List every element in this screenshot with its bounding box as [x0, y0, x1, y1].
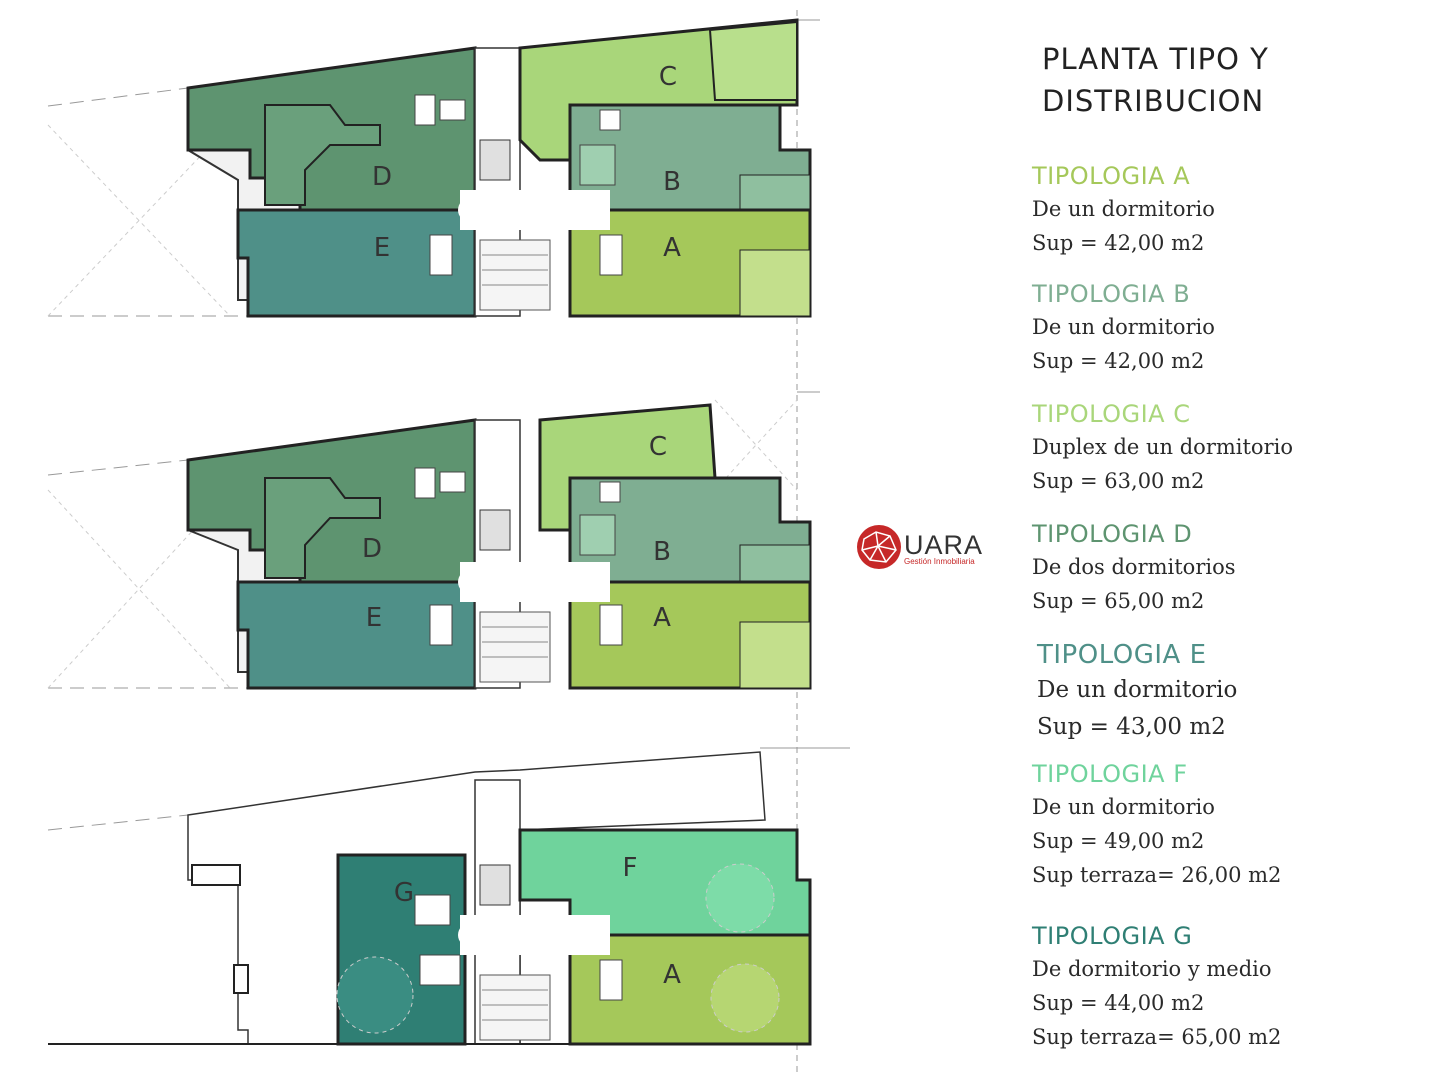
plan-label-d: D — [362, 534, 382, 564]
plan-label-a: A — [663, 960, 681, 990]
tipologia-name: TIPOLOGIA E — [1037, 640, 1207, 670]
plan-label-a: A — [653, 603, 671, 633]
floor-plans: C D B E A C — [47, 10, 850, 1075]
tipologia-name: TIPOLOGIA C — [1032, 400, 1191, 428]
plan-label-b: B — [653, 537, 671, 567]
tipologia-e: TIPOLOGIA E De un dormitorio Sup = 43,00… — [1037, 638, 1437, 746]
plan-label-c: C — [659, 62, 677, 92]
plan-label-g: G — [394, 878, 414, 908]
tipologia-c: TIPOLOGIA C Duplex de un dormitorio Sup … — [1032, 398, 1432, 498]
title-line-1: PLANTA TIPO Y — [1042, 42, 1269, 76]
tipologia-a: TIPOLOGIA A De un dormitorio Sup = 42,00… — [1032, 160, 1432, 260]
tipologia-desc: De un dormitorio — [1032, 315, 1215, 339]
tipologia-terrace: Sup terraza= 26,00 m2 — [1032, 863, 1282, 887]
tipologia-g: TIPOLOGIA G De dormitorio y medio Sup = … — [1032, 920, 1432, 1054]
tipologia-name: TIPOLOGIA A — [1032, 162, 1191, 190]
tipologia-name: TIPOLOGIA D — [1032, 520, 1193, 548]
tipologia-area: Sup = 63,00 m2 — [1032, 469, 1205, 493]
tipologia-area: Sup = 49,00 m2 — [1032, 829, 1205, 853]
logo-brand: UARA — [904, 530, 984, 560]
tipologia-name: TIPOLOGIA G — [1032, 922, 1193, 950]
tipologia-area: Sup = 42,00 m2 — [1032, 349, 1205, 373]
plan-label-e: E — [374, 233, 390, 263]
floor-plan-middle: C D B E A — [47, 391, 820, 690]
tipologia-desc: De un dormitorio — [1037, 677, 1238, 703]
tipologia-terrace: Sup terraza= 65,00 m2 — [1032, 1025, 1282, 1049]
tipologia-f: TIPOLOGIA F De un dormitorio Sup = 49,00… — [1032, 758, 1432, 892]
tipologia-area: Sup = 44,00 m2 — [1032, 991, 1205, 1015]
plan-label-e: E — [366, 603, 382, 633]
tipologia-d: TIPOLOGIA D De dos dormitorios Sup = 65,… — [1032, 518, 1432, 618]
tipologia-area: Sup = 65,00 m2 — [1032, 589, 1205, 613]
uara-logo: UARA Gestión Inmobiliaria — [856, 524, 996, 574]
tipologia-b: TIPOLOGIA B De un dormitorio Sup = 42,00… — [1032, 278, 1432, 378]
floor-plan-top: C D B E A — [47, 18, 820, 318]
plan-label-a: A — [663, 233, 681, 263]
tipologia-area: Sup = 42,00 m2 — [1032, 231, 1205, 255]
tipologia-name: TIPOLOGIA F — [1032, 760, 1188, 788]
title-line-2: DISTRIBUCION — [1042, 84, 1265, 118]
tipologia-desc: De un dormitorio — [1032, 197, 1215, 221]
tipologia-area: Sup = 43,00 m2 — [1037, 714, 1226, 740]
page-title: PLANTA TIPO Y DISTRIBUCION — [1042, 38, 1269, 122]
tipologia-desc: De un dormitorio — [1032, 795, 1215, 819]
plan-label-c: C — [649, 432, 667, 462]
plan-label-d: D — [372, 162, 392, 192]
tipologia-name: TIPOLOGIA B — [1032, 280, 1191, 308]
tipologia-desc: De dormitorio y medio — [1032, 957, 1272, 981]
legend-panel: PLANTA TIPO Y DISTRIBUCION TIPOLOGIA A D… — [1032, 0, 1432, 1080]
floor-plan-bottom: F G A — [47, 747, 850, 1046]
logo-subtitle: Gestión Inmobiliaria — [904, 557, 975, 566]
tipologia-desc: Duplex de un dormitorio — [1032, 435, 1293, 459]
logo-emblem-icon — [857, 525, 901, 569]
plan-label-b: B — [663, 167, 681, 197]
plan-label-f: F — [623, 853, 638, 883]
tipologia-desc: De dos dormitorios — [1032, 555, 1236, 579]
